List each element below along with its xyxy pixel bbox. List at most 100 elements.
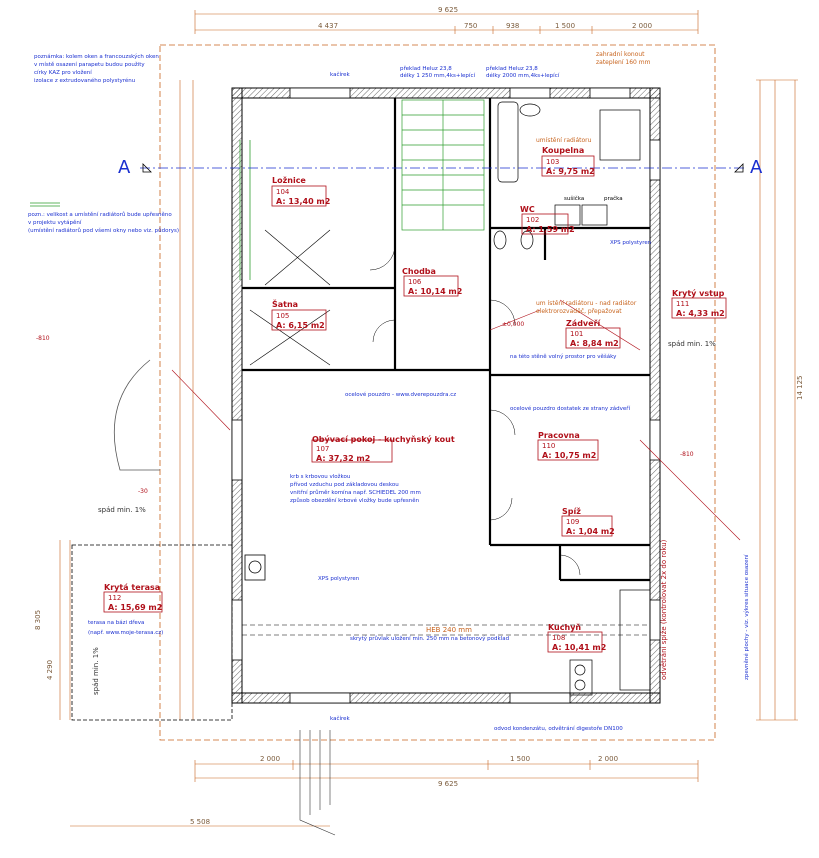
room-111-name: Krytý vstup [672,289,725,298]
note-steel-pocket-2: ocelové pouzdro - www.dverepouzdra.cz [345,391,456,398]
room-103-area: A: 9,75 m2 [546,167,595,176]
room-109-name: Spíž [562,507,581,516]
note-xps-2: XPS polystyren [610,240,652,246]
note-paving: zpevněné plochy - viz. výkres situace os… [743,554,750,680]
note-slope-2: spád min. 1% [92,647,100,695]
room-110-number: 110 [542,442,555,450]
top-dimensions [194,10,699,34]
elevation-label-2: -810 [680,451,694,458]
room-101-number: 101 [570,330,583,338]
note-fireplace-1: krb s krbovou vložkou [290,473,350,480]
note-zatepleni: zateplení 160 mm [596,59,651,66]
room-110-name: Pracovna [538,431,580,440]
dim-bottom-stair: 5 508 [190,818,210,826]
room-104-number: 104 [276,188,290,196]
bathroom-fixtures [493,101,641,250]
note-lintel-2: délky 1 250 mm,4ks+lepící [400,72,475,79]
note-electro: elektrorozvaděč, přepažovat [536,308,622,315]
room-112-number: 112 [108,594,121,602]
note-radiator-bath: umístění radiátoru [536,137,592,144]
note-window-1: poznámka: kolem oken a francouzských oke… [34,53,159,60]
note-terrace-1: terasa na bázi dřeva [88,619,144,626]
inner-walls [242,98,650,582]
note-fireplace-4: způsob obezdění krbové vložky bude upřes… [290,497,420,504]
note-fireplace-3: vnitřní průměr komína např. SCHIEDEL 200… [290,489,421,496]
right-dimensions [756,79,798,721]
note-legend-2: v projektu vytápění [28,219,82,226]
door-swings [369,244,581,576]
note-fireplace-2: přívod vzduchu pod základovou deskou [290,481,399,488]
note-lintel-1: překlad Heluz 23,8 [400,65,452,72]
dim-top-total: 9 625 [438,6,458,14]
dim-bottom-3: 2 000 [598,755,618,763]
note-digestor: odvod kondenzátu, odvětrání digestoře DN… [494,725,623,732]
staircase [401,99,485,231]
note-window-3: círky KAZ pro vložení [34,69,92,76]
insulation-lines [30,140,251,280]
section-label-right: A [750,157,763,178]
dim-bottom-total: 9 625 [438,780,458,788]
red-leaders [171,299,741,541]
note-lintel-3: překlad Heluz 23,8 [486,65,538,72]
room-105-number: 105 [276,312,289,320]
dim-top-1: 4 437 [318,22,338,30]
room-109-area: A: 1,04 m2 [566,527,615,536]
room-106-name: Chodba [402,267,436,276]
note-washer: pračka [604,195,623,202]
note-hidden-beam: skrytý průvlak uložení min. 250 mm na be… [350,635,509,642]
dim-bottom-2: 1 500 [510,755,530,763]
note-dryer: sušička [564,195,584,202]
note-window-2: v místě osazení parapetu budou použity [34,61,145,68]
room-103-name: Koupelna [542,146,584,155]
note-legend-1: pozn.: velikost a umístění radiátorů bud… [28,211,172,218]
left-dimensions [59,80,194,720]
room-112-area: A: 15,69 m2 [108,603,162,612]
room-105-name: Šatna [272,298,298,309]
room-106-area: A: 10,14 m2 [408,287,462,296]
note-radiator-entry: um ístění radiátoru - nad radiátor [536,300,637,307]
storage-cross [249,229,331,366]
bottom-dimensions [70,760,699,827]
room-111-number: 111 [676,300,689,308]
dim-left-bottom: 4 290 [46,660,54,680]
elevation-label-1: -810 [36,335,50,342]
room-label-boxes [103,155,727,653]
dim-top-3: 938 [506,22,519,30]
room-109-number: 109 [566,518,579,526]
room-102-name: WC [520,205,535,214]
note-hooks: na této stěně volný prostor pro věšáky [510,353,617,360]
kitchen-fixtures [569,589,651,696]
note-steel-pocket: ocelové pouzdro dostatek ze strany zádve… [510,405,631,412]
outer-walls [231,87,661,704]
note-window-4: izolace z extrudovaného polystyrénu [34,77,135,84]
dim-right-total: 14 125 [796,376,804,401]
windows [231,87,661,704]
note-lintel-4: délky 2000 mm,4ks+lepící [486,72,560,79]
exterior-stairs [299,730,336,836]
room-110-area: A: 10,75 m2 [542,451,596,460]
room-105-area: A: 6,15 m2 [276,321,325,330]
roof-outline [159,44,716,741]
room-104-name: Ložnice [272,176,306,185]
fireplace [244,554,266,581]
section-label-left: A [118,157,131,178]
note-xps: XPS polystyren [318,576,360,582]
note-pantry-vent: odvětrání spíže (kontrolovat 2x do roku) [660,539,668,680]
room-101-name: Zádveří [566,319,602,328]
dim-bottom-1: 2 000 [260,755,280,763]
note-terrace-2: (např. www.moje-terasa.cz) [88,629,163,636]
room-106-number: 106 [408,278,422,286]
note-kacirek-top: kačírek [330,71,351,78]
room-111-area: A: 4,33 m2 [676,309,725,318]
elevation-label-0: ±0,000 [502,321,524,328]
room-108-number: 108 [552,634,565,642]
room-102-number: 102 [526,216,539,224]
room-103-number: 103 [546,158,559,166]
room-102-area: A: 1,59 m2 [526,225,575,234]
note-slope-1: spád min. 1% [98,506,146,514]
dim-top-5: 2 000 [632,22,652,30]
beam-lines [242,624,650,636]
room-104-area: A: 13,40 m2 [276,197,330,206]
dim-top-2: 750 [464,22,477,30]
